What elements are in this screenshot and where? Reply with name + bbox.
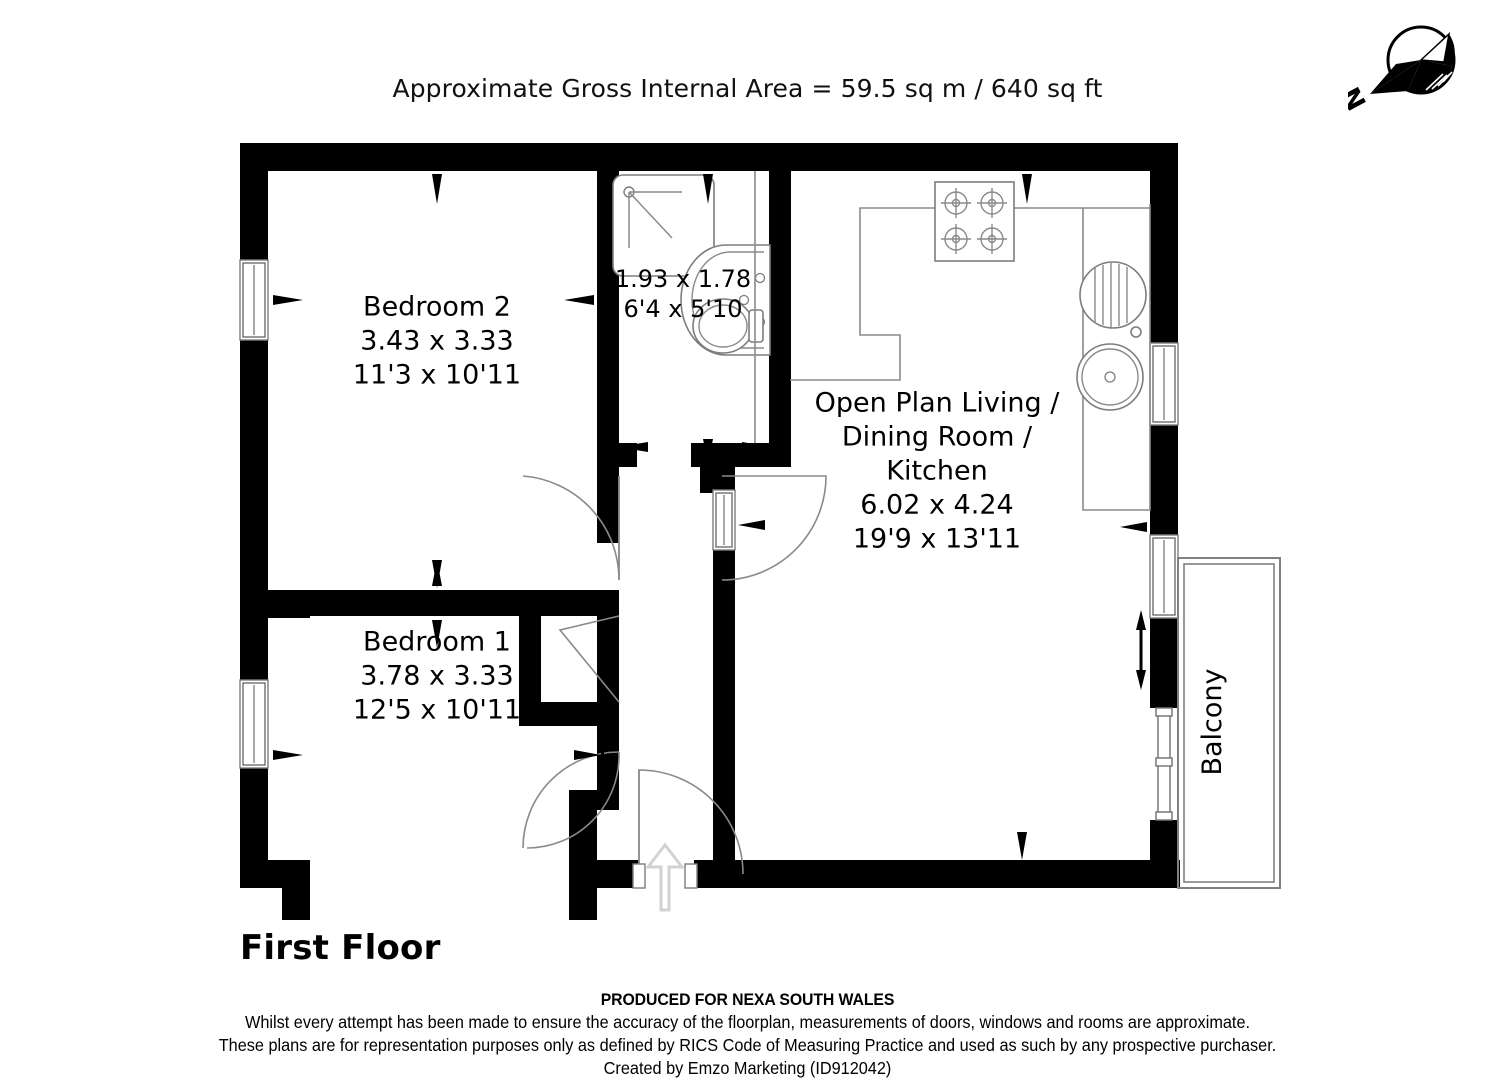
footer: PRODUCED FOR NEXA SOUTH WALES Whilst eve… (0, 988, 1495, 1080)
hob-cooktop-icon (934, 181, 1015, 262)
window-living-right-lower (1149, 534, 1179, 619)
compass-rose-icon: N (1336, 22, 1460, 118)
room-label-living-line1: Open Plan Living / (815, 388, 1061, 419)
footer-disclaimer-line-2: These plans are for representation purpo… (218, 1035, 1277, 1055)
window-living-interior (712, 489, 736, 551)
sink-drainer-icon (1079, 261, 1147, 329)
balcony-door (1155, 707, 1173, 821)
footer-disclaimer-line-1: Whilst every attempt has been made to en… (244, 1012, 1251, 1032)
room-label-living-line2: Dining Room / (842, 422, 1033, 453)
floorplan-svg: Bedroom 2 3.43 x 3.33 11'3 x 10'11 1.93 … (239, 143, 1281, 998)
room-labels: Bedroom 2 3.43 x 3.33 11'3 x 10'11 1.93 … (353, 265, 1228, 776)
kitchen-fixtures (934, 181, 1147, 411)
balcony-outline (1177, 557, 1281, 889)
door-swings (522, 475, 827, 875)
shower-tray-icon (612, 174, 715, 277)
floorplan-drawing: Bedroom 2 3.43 x 3.33 11'3 x 10'11 1.93 … (0, 110, 1495, 998)
tap-hole-icon (1130, 326, 1142, 338)
room-label-bedroom2-name: Bedroom 2 (363, 292, 511, 323)
room-label-balcony: Balcony (1197, 668, 1228, 775)
window-bedroom1-left (239, 679, 269, 769)
sink-bowl-icon (1076, 343, 1144, 411)
room-label-bedroom1-imperial: 12'5 x 10'11 (353, 695, 521, 726)
room-label-living-imperial: 19'9 x 13'11 (853, 524, 1021, 555)
entrance-arrow-icon (644, 842, 686, 912)
entrance-door-leaf (632, 863, 698, 889)
bathroom-fixtures (612, 171, 771, 443)
room-label-bedroom1-metric: 3.78 x 3.33 (360, 661, 513, 692)
floor-title: First Floor (240, 928, 441, 968)
footer-produced-for: PRODUCED FOR NEXA SOUTH WALES (600, 990, 895, 1009)
window-bedroom2-left (239, 259, 269, 341)
window-living-right-upper (1149, 342, 1179, 426)
room-label-bedroom2-imperial: 11'3 x 10'11 (353, 360, 521, 391)
room-label-living-metric: 6.02 x 4.24 (860, 490, 1013, 521)
gross-internal-area-text: Approximate Gross Internal Area = 59.5 s… (392, 74, 1103, 103)
room-label-bedroom1-name: Bedroom 1 (363, 627, 511, 658)
room-label-bathroom-imperial: 6'4 x 5'10 (623, 295, 742, 323)
windows (239, 259, 1179, 821)
room-label-living-line3: Kitchen (886, 456, 987, 487)
footer-created-by: Created by Emzo Marketing (ID912042) (603, 1058, 892, 1078)
balcony-extent-arrow (1136, 610, 1146, 690)
room-label-bedroom2-metric: 3.43 x 3.33 (360, 326, 513, 357)
toilet-icon (692, 298, 764, 354)
room-label-bathroom-metric: 1.93 x 1.78 (615, 265, 751, 293)
